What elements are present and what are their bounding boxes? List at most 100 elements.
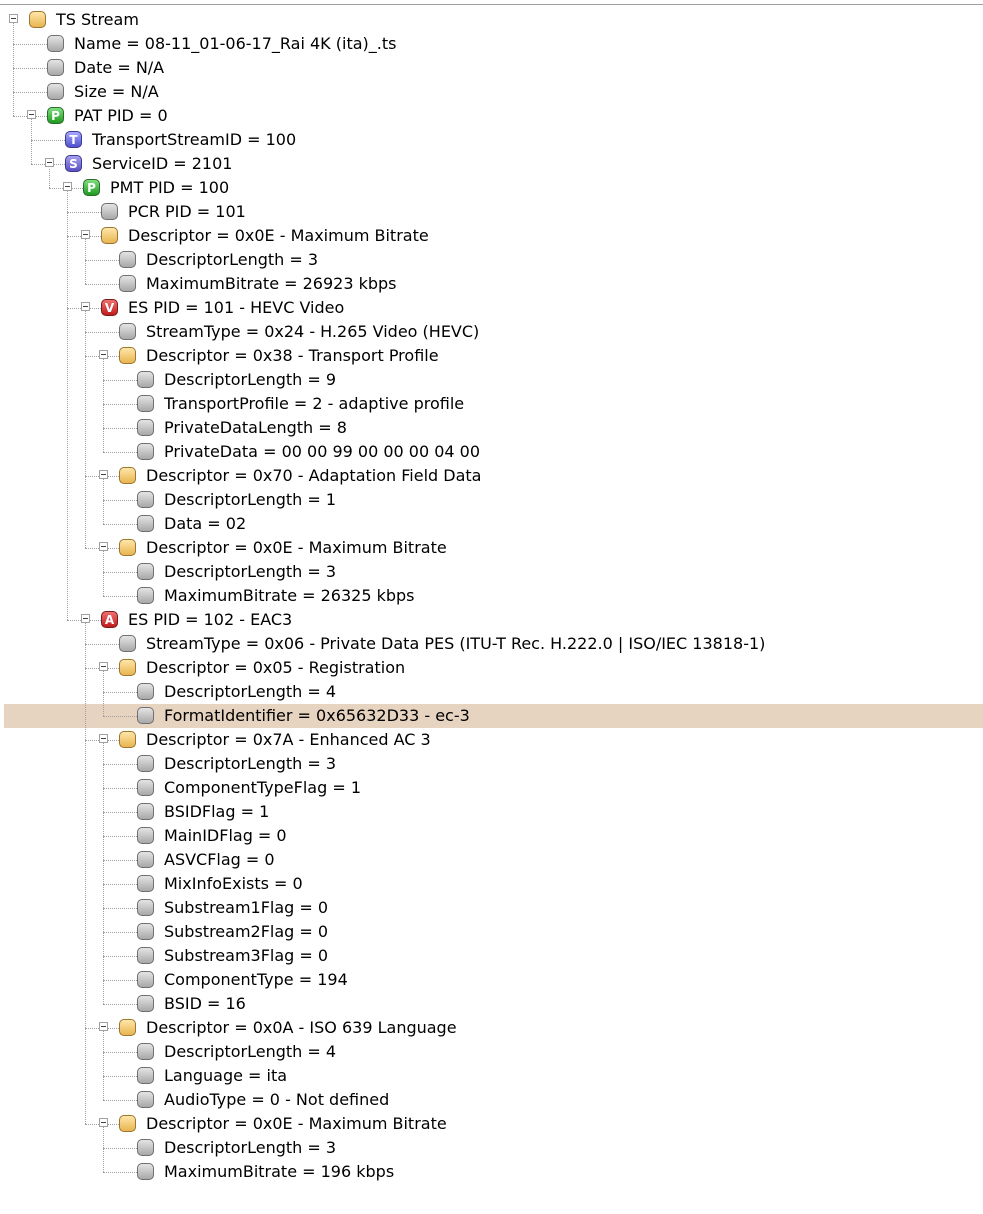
tree-node-label: DescriptorLength = 3 [164, 754, 337, 773]
tree-node[interactable]: DescriptorLength = 3 [0, 1136, 983, 1160]
folder-icon [119, 659, 136, 676]
collapse-toggle-icon[interactable] [9, 14, 18, 23]
video-v-icon: V [101, 299, 118, 316]
property-icon [137, 683, 154, 700]
tree-node-label: StreamType = 0x06 - Private Data PES (IT… [146, 634, 766, 653]
tree-node[interactable]: Size = N/A [0, 80, 983, 104]
collapse-toggle-icon[interactable] [99, 542, 108, 551]
tree-node[interactable]: Substream1Flag = 0 [0, 896, 983, 920]
tree-connector-line [67, 188, 68, 620]
audio-a-icon: A [101, 611, 118, 628]
tree-node-label: MaximumBitrate = 26923 kbps [146, 274, 397, 293]
tree-node[interactable]: ComponentTypeFlag = 1 [0, 776, 983, 800]
tree-node[interactable]: PrivateData = 00 00 99 00 00 00 04 00 [0, 440, 983, 464]
tree-connector-line [103, 380, 137, 381]
folder-icon [119, 731, 136, 748]
tree-node[interactable]: Substream3Flag = 0 [0, 944, 983, 968]
tree-node[interactable]: DescriptorLength = 3 [0, 560, 983, 584]
tree-node[interactable]: DescriptorLength = 4 [0, 680, 983, 704]
tree-node-expandable[interactable]: Descriptor = 0x0E - Maximum Bitrate [0, 536, 983, 560]
tree-connector-line [103, 1100, 137, 1101]
tree-node[interactable]: AudioType = 0 - Not defined [0, 1088, 983, 1112]
tree-node-expandable[interactable]: Descriptor = 0x05 - Registration [0, 656, 983, 680]
property-icon [137, 899, 154, 916]
tree-node-label: Descriptor = 0x0A - ISO 639 Language [146, 1018, 457, 1037]
tree-node[interactable]: Language = ita [0, 1064, 983, 1088]
collapse-toggle-icon[interactable] [99, 734, 108, 743]
tree-node[interactable]: DescriptorLength = 3 [0, 752, 983, 776]
tree-node[interactable]: MaximumBitrate = 26923 kbps [0, 272, 983, 296]
collapse-toggle-icon[interactable] [27, 110, 36, 119]
pid-p-icon: P [83, 179, 100, 196]
tree-node[interactable]: MainIDFlag = 0 [0, 824, 983, 848]
property-icon [119, 251, 136, 268]
tree-node[interactable]: DescriptorLength = 4 [0, 1040, 983, 1064]
tree-node[interactable]: MaximumBitrate = 26325 kbps [0, 584, 983, 608]
collapse-toggle-icon[interactable] [99, 1022, 108, 1031]
tree-node-expandable[interactable]: Descriptor = 0x0E - Maximum Bitrate [0, 1112, 983, 1136]
tree-node[interactable]: PCR PID = 101 [0, 200, 983, 224]
tree-node[interactable]: ASVCFlag = 0 [0, 848, 983, 872]
collapse-toggle-icon[interactable] [81, 230, 90, 239]
tree-node[interactable]: BSIDFlag = 1 [0, 800, 983, 824]
tree-node[interactable]: MixInfoExists = 0 [0, 872, 983, 896]
tree-node[interactable]: BSID = 16 [0, 992, 983, 1016]
tree-node-label: TransportProfile = 2 - adaptive profile [164, 394, 465, 413]
collapse-toggle-icon[interactable] [99, 662, 108, 671]
tree-node[interactable]: PrivateDataLength = 8 [0, 416, 983, 440]
tree-node-expandable[interactable]: TS Stream [0, 8, 983, 32]
tree-connector-line [13, 68, 47, 69]
property-icon [119, 323, 136, 340]
collapse-toggle-icon[interactable] [63, 182, 72, 191]
property-icon [137, 491, 154, 508]
tree-node-expandable[interactable]: Descriptor = 0x0A - ISO 639 Language [0, 1016, 983, 1040]
tree-node-label: Descriptor = 0x0E - Maximum Bitrate [128, 226, 429, 245]
tree-node[interactable]: StreamType = 0x06 - Private Data PES (IT… [0, 632, 983, 656]
tree-connector-line [103, 860, 137, 861]
collapse-toggle-icon[interactable] [81, 614, 90, 623]
tree-connector-line [103, 668, 104, 716]
tree-node[interactable]: ComponentType = 194 [0, 968, 983, 992]
tree-node-expandable[interactable]: Descriptor = 0x38 - Transport Profile [0, 344, 983, 368]
tree-node-expandable[interactable]: V ES PID = 101 - HEVC Video [0, 296, 983, 320]
tree-node[interactable]: TransportProfile = 2 - adaptive profile [0, 392, 983, 416]
tree-node[interactable]: FormatIdentifier = 0x65632D33 - ec-3 [4, 704, 983, 728]
tree-connector-line [103, 764, 137, 765]
tree-node-expandable[interactable]: Descriptor = 0x70 - Adaptation Field Dat… [0, 464, 983, 488]
tree-node[interactable]: DescriptorLength = 9 [0, 368, 983, 392]
folder-icon [119, 1019, 136, 1036]
collapse-toggle-icon[interactable] [99, 470, 108, 479]
tree-node[interactable]: Name = 08-11_01-06-17_Rai 4K (ita)_.ts [0, 32, 983, 56]
collapse-toggle-icon[interactable] [45, 158, 54, 167]
tree-node-label: TransportStreamID = 100 [92, 130, 297, 149]
tree-node[interactable]: DescriptorLength = 1 [0, 488, 983, 512]
tree-node[interactable]: DescriptorLength = 3 [0, 248, 983, 272]
tree-node[interactable]: Data = 02 [0, 512, 983, 536]
collapse-toggle-icon[interactable] [81, 302, 90, 311]
tree-node-label: ES PID = 101 - HEVC Video [128, 298, 345, 317]
tree-node-label: ASVCFlag = 0 [164, 850, 275, 869]
tree-node-label: Substream1Flag = 0 [164, 898, 329, 917]
tree-connector-line [103, 1148, 137, 1149]
tree-connector-line [103, 1124, 104, 1172]
property-icon [119, 275, 136, 292]
tree-node-label: Descriptor = 0x0E - Maximum Bitrate [146, 538, 447, 557]
collapse-toggle-icon[interactable] [99, 1118, 108, 1127]
tree-node[interactable]: MaximumBitrate = 196 kbps [0, 1160, 983, 1184]
tree-node[interactable]: StreamType = 0x24 - H.265 Video (HEVC) [0, 320, 983, 344]
tree-connector-line [103, 500, 137, 501]
tree-node[interactable]: Date = N/A [0, 56, 983, 80]
tree-node-label: PCR PID = 101 [128, 202, 246, 221]
tree-node[interactable]: Substream2Flag = 0 [0, 920, 983, 944]
tree-connector-line [103, 596, 137, 597]
tree-node-label: BSIDFlag = 1 [164, 802, 270, 821]
collapse-toggle-icon[interactable] [99, 350, 108, 359]
tree-node-expandable[interactable]: Descriptor = 0x0E - Maximum Bitrate [0, 224, 983, 248]
tree-node-expandable[interactable]: Descriptor = 0x7A - Enhanced AC 3 [0, 728, 983, 752]
